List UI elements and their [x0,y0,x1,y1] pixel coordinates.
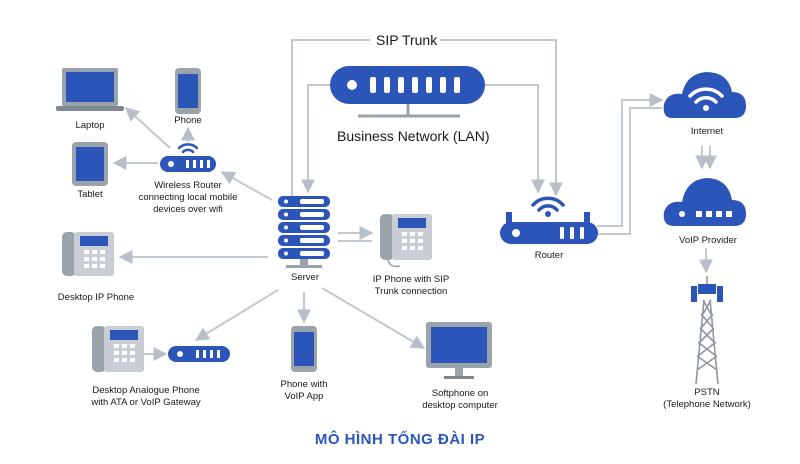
lan-to-router-arrow [485,84,545,194]
business-network-label: Business Network (LAN) [337,128,490,144]
pstn-tower-icon [691,276,723,385]
internet-cloud-icon [663,72,746,118]
ip-phone-sip-icon [380,214,432,268]
lan-to-server-arrow [301,84,330,194]
server-icon [278,196,330,268]
diagram-title: MÔ HÌNH TỔNG ĐÀI IP [314,431,486,448]
router-icon [500,196,598,244]
wireless-router-label: Wireless Router connecting local mobile … [138,180,238,215]
analogue-phone-icon [92,326,144,372]
ip-phone-sip-label: IP Phone with SIP Trunk connection [372,274,450,297]
desktop-ip-phone-icon [62,232,114,276]
wifi-to-laptop-arrow [124,107,171,149]
connectors [112,39,717,361]
voip-app-phone-label: Phone with VoIP App [280,379,328,402]
softphone-computer-icon [426,322,492,379]
internet-label: Internet [690,126,724,137]
voip-provider-cloud-icon [663,178,746,226]
analogue-phone-label: Desktop Analogue Phone with ATA or VoIP … [91,385,201,408]
desktop-ip-phone-label: Desktop IP Phone [57,292,135,303]
sip-trunk-line-right [440,39,563,197]
ata-gateway-icon [168,346,230,362]
tablet-label: Tablet [77,189,103,200]
router-to-internet-line-2 [597,107,662,235]
softphone-label: Softphone on desktop computer [422,388,498,411]
sip-trunk-label: SIP Trunk [376,32,438,48]
phone-icon [175,68,201,114]
server-to-ata-arrow [194,289,279,341]
router-label: Router [534,250,564,261]
voip-provider-label: VoIP Provider [679,235,737,246]
business-network-switch [330,66,485,118]
sip-trunk-line [291,39,370,196]
router-to-internet-line-1 [597,93,664,227]
tablet-icon [72,142,108,186]
voip-app-phone-icon [291,326,317,372]
pstn-label: PSTN (Telephone Network) [663,387,751,410]
server-to-softphone-arrow [321,287,426,349]
server-label: Server [291,272,319,283]
server-to-wireless-router-arrow [220,171,273,201]
phone-label: Phone [174,115,202,126]
laptop-label: Laptop [75,120,105,131]
laptop-icon [56,68,124,111]
wireless-router-icon [160,143,216,172]
